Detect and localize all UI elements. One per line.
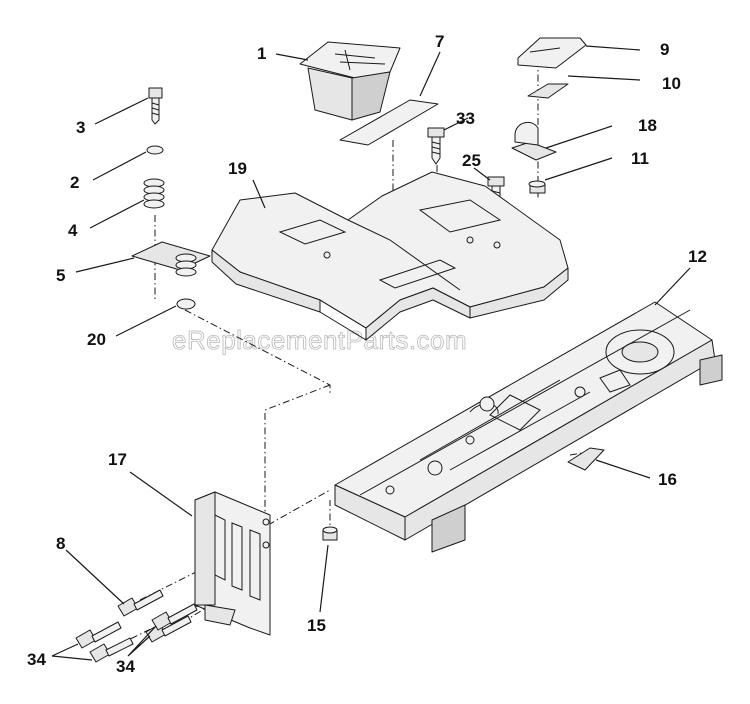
callouts: 1 7 9 10 3 33 18 11 25 2 19 4 12 5 20 17… bbox=[27, 32, 707, 676]
part-10-plate bbox=[527, 83, 569, 99]
part-8-bolt bbox=[117, 589, 164, 617]
part-11-nut bbox=[528, 180, 546, 194]
part-2-washer bbox=[146, 145, 164, 155]
part-4-spring bbox=[143, 178, 165, 209]
callout-11: 11 bbox=[631, 149, 649, 168]
part-12-frame bbox=[334, 301, 723, 553]
part-34-bolt-right bbox=[145, 603, 198, 643]
part-18-clamp bbox=[511, 121, 557, 161]
callout-7: 7 bbox=[435, 32, 444, 51]
callout-2: 2 bbox=[70, 173, 79, 192]
callout-8: 8 bbox=[56, 534, 65, 553]
callout-9: 9 bbox=[660, 40, 669, 59]
part-3-bolt bbox=[148, 87, 163, 125]
callout-1: 1 bbox=[257, 44, 266, 63]
callout-33: 33 bbox=[456, 109, 475, 128]
part-16-bracket bbox=[567, 447, 605, 471]
part-34-bolt-left bbox=[75, 621, 134, 663]
callout-5: 5 bbox=[56, 266, 65, 285]
callout-25: 25 bbox=[462, 151, 481, 170]
callout-17: 17 bbox=[108, 450, 127, 469]
part-19-body-panel bbox=[211, 171, 569, 341]
callout-19: 19 bbox=[228, 159, 247, 178]
callout-16: 16 bbox=[658, 470, 677, 489]
part-1-tray bbox=[299, 41, 401, 121]
part-7-decal bbox=[339, 99, 439, 146]
leader-lines bbox=[51, 45, 691, 661]
part-9-cover bbox=[517, 37, 587, 69]
part-17-front-plate bbox=[194, 491, 271, 636]
part-33-screw bbox=[427, 127, 445, 165]
callout-12: 12 bbox=[688, 247, 707, 266]
callout-20: 20 bbox=[87, 330, 106, 349]
callout-4: 4 bbox=[68, 221, 78, 240]
callout-34-left: 34 bbox=[27, 650, 46, 669]
callout-18: 18 bbox=[638, 116, 657, 135]
part-15-nut bbox=[322, 526, 338, 541]
watermark: eReplacementParts.com bbox=[172, 325, 467, 355]
callout-10: 10 bbox=[662, 74, 681, 93]
part-5-bracket bbox=[131, 241, 211, 277]
callout-34-right: 34 bbox=[116, 657, 135, 676]
part-20-washer bbox=[176, 298, 196, 310]
callout-15: 15 bbox=[307, 616, 326, 635]
callout-3: 3 bbox=[76, 118, 85, 137]
